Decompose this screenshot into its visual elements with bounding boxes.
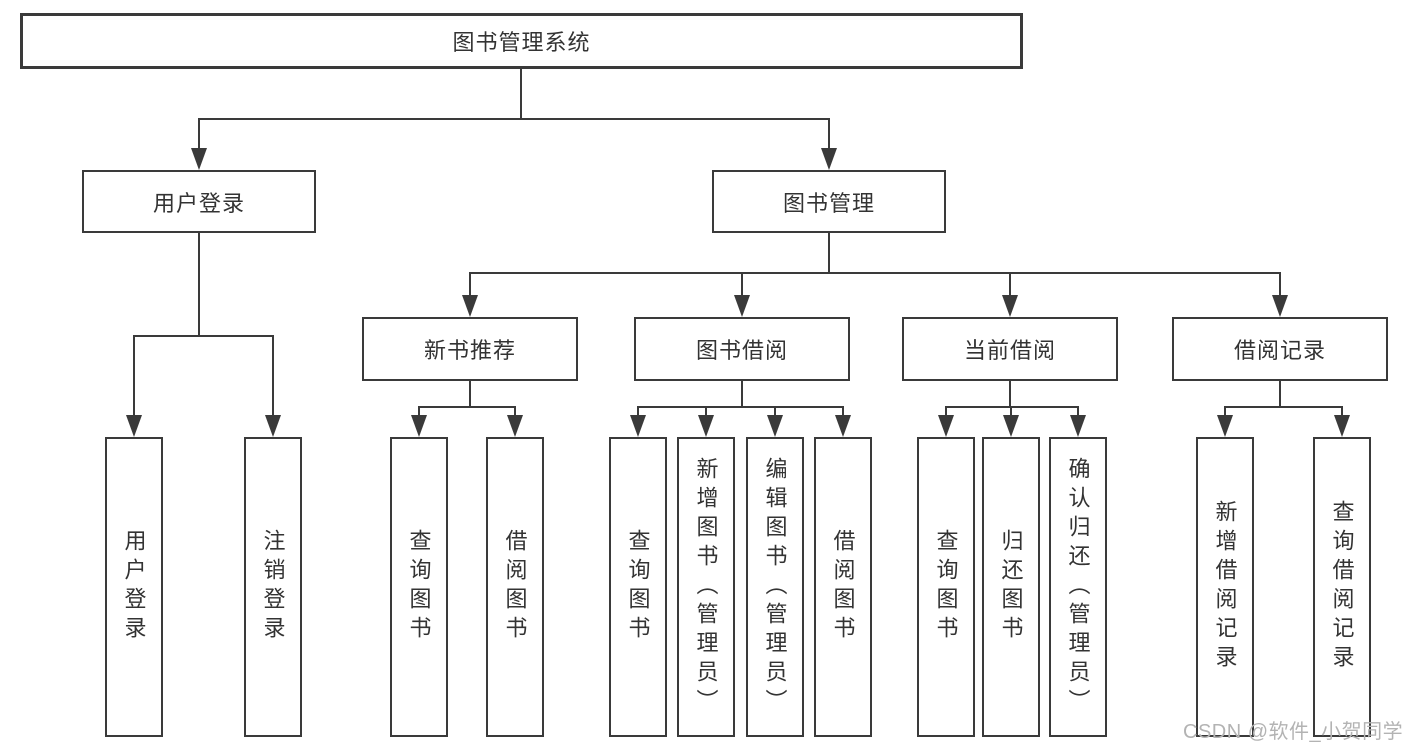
node-nbr-borrow-books: 借阅图书 <box>486 437 544 737</box>
node-label: 当前借阅 <box>963 338 1056 363</box>
connector-drop-bb-add <box>705 406 707 417</box>
node-bb-query-books: 查询图书 <box>609 437 667 737</box>
node-label: 查询借阅记录 <box>1329 500 1355 674</box>
arrowhead-bb-edit <box>767 415 783 437</box>
connector-drop-bb-edit <box>774 406 776 417</box>
arrowhead-borrow-records <box>1272 295 1288 317</box>
connector-drop-user-login <box>133 335 135 417</box>
connector-bb-stem <box>741 381 743 406</box>
node-cb-confirm-return-admin: 确认归还（管理员） <box>1049 437 1107 737</box>
connector-drop-borrow-records <box>1279 272 1281 297</box>
connector-drop-current-borrow <box>1009 272 1011 297</box>
node-label: 用户登录 <box>121 529 147 645</box>
node-label: 图书管理 <box>782 190 875 216</box>
node-label: 新增图书（管理员） <box>693 456 719 718</box>
connector-level2-rail <box>198 118 830 120</box>
node-bb-edit-books-admin: 编辑图书（管理员） <box>746 437 804 737</box>
node-bb-borrow-books: 借阅图书 <box>814 437 872 737</box>
arrowhead-cb-query <box>938 415 954 437</box>
connector-drop-book-management <box>828 118 830 150</box>
arrowhead-br-add <box>1217 415 1233 437</box>
connector-nbr-stem <box>469 381 471 406</box>
node-label: 用户登录 <box>152 190 245 216</box>
connector-level3-rail <box>470 272 1281 274</box>
connector-drop-logout <box>272 335 274 417</box>
connector-book-mgmt-stem <box>828 233 830 272</box>
node-cb-return-books: 归还图书 <box>982 437 1040 737</box>
connector-br-rail <box>1224 406 1343 408</box>
node-label: 查询图书 <box>625 529 651 645</box>
connector-br-stem <box>1279 381 1281 406</box>
node-label: 图书管理系统 <box>452 30 591 55</box>
connector-bb-rail <box>637 406 844 408</box>
connector-drop-nbr-query <box>418 406 420 417</box>
node-label: 借阅记录 <box>1233 338 1326 363</box>
node-label: 确认归还（管理员） <box>1065 456 1091 718</box>
arrowhead-current-borrow <box>1002 295 1018 317</box>
arrowhead-logout <box>265 415 281 437</box>
node-book-management: 图书管理 <box>712 170 946 233</box>
connector-root-stem <box>520 68 522 118</box>
arrowhead-cb-confirm <box>1070 415 1086 437</box>
arrowhead-nbr-borrow <box>507 415 523 437</box>
node-logout: 注销登录 <box>244 437 302 737</box>
arrowhead-nbr-query <box>411 415 427 437</box>
arrowhead-new-book-recommend <box>462 295 478 317</box>
node-label: 查询图书 <box>406 529 432 645</box>
node-label: 借阅图书 <box>830 529 856 645</box>
connector-drop-book-borrow <box>741 272 743 297</box>
arrowhead-book-management <box>821 148 837 170</box>
connector-drop-cb-query <box>945 406 947 417</box>
node-borrow-records: 借阅记录 <box>1172 317 1388 381</box>
node-current-borrow: 当前借阅 <box>902 317 1118 381</box>
node-br-query-record: 查询借阅记录 <box>1313 437 1371 737</box>
connector-drop-new-book-recommend <box>469 272 471 297</box>
node-new-book-recommend: 新书推荐 <box>362 317 578 381</box>
connector-drop-user-login-group <box>198 118 200 150</box>
arrowhead-user-login-group <box>191 148 207 170</box>
connector-drop-bb-borrow <box>842 406 844 417</box>
arrowhead-user-login <box>126 415 142 437</box>
connector-drop-cb-return <box>1010 406 1012 417</box>
node-label: 编辑图书（管理员） <box>762 456 788 718</box>
connector-user-login-stem <box>198 233 200 335</box>
connector-drop-cb-confirm <box>1077 406 1079 417</box>
arrowhead-book-borrow <box>734 295 750 317</box>
connector-drop-br-query <box>1341 406 1343 417</box>
node-label: 新书推荐 <box>423 338 516 363</box>
connector-drop-nbr-borrow <box>514 406 516 417</box>
connector-cb-rail <box>945 406 1079 408</box>
node-user-login-group: 用户登录 <box>82 170 316 233</box>
connector-cb-stem <box>1009 381 1011 406</box>
node-br-add-record: 新增借阅记录 <box>1196 437 1254 737</box>
connector-nbr-rail <box>418 406 516 408</box>
node-label: 归还图书 <box>998 529 1024 645</box>
arrowhead-bb-query <box>630 415 646 437</box>
node-library-system: 图书管理系统 <box>20 13 1023 69</box>
arrowhead-cb-return <box>1003 415 1019 437</box>
node-label: 借阅图书 <box>502 529 528 645</box>
csdn-watermark: CSDN @软件_小贺同学 <box>1183 721 1404 743</box>
node-user-login: 用户登录 <box>105 437 163 737</box>
node-book-borrow: 图书借阅 <box>634 317 850 381</box>
connector-drop-br-add <box>1224 406 1226 417</box>
node-label: 新增借阅记录 <box>1212 500 1238 674</box>
node-label: 查询图书 <box>933 529 959 645</box>
arrowhead-bb-borrow <box>835 415 851 437</box>
node-nbr-query-books: 查询图书 <box>390 437 448 737</box>
arrowhead-br-query <box>1334 415 1350 437</box>
connector-user-login-rail <box>133 335 274 337</box>
connector-drop-bb-query <box>637 406 639 417</box>
arrowhead-bb-add <box>698 415 714 437</box>
node-label: 注销登录 <box>260 529 286 645</box>
node-cb-query-books: 查询图书 <box>917 437 975 737</box>
node-bb-add-books-admin: 新增图书（管理员） <box>677 437 735 737</box>
node-label: 图书借阅 <box>695 338 788 363</box>
